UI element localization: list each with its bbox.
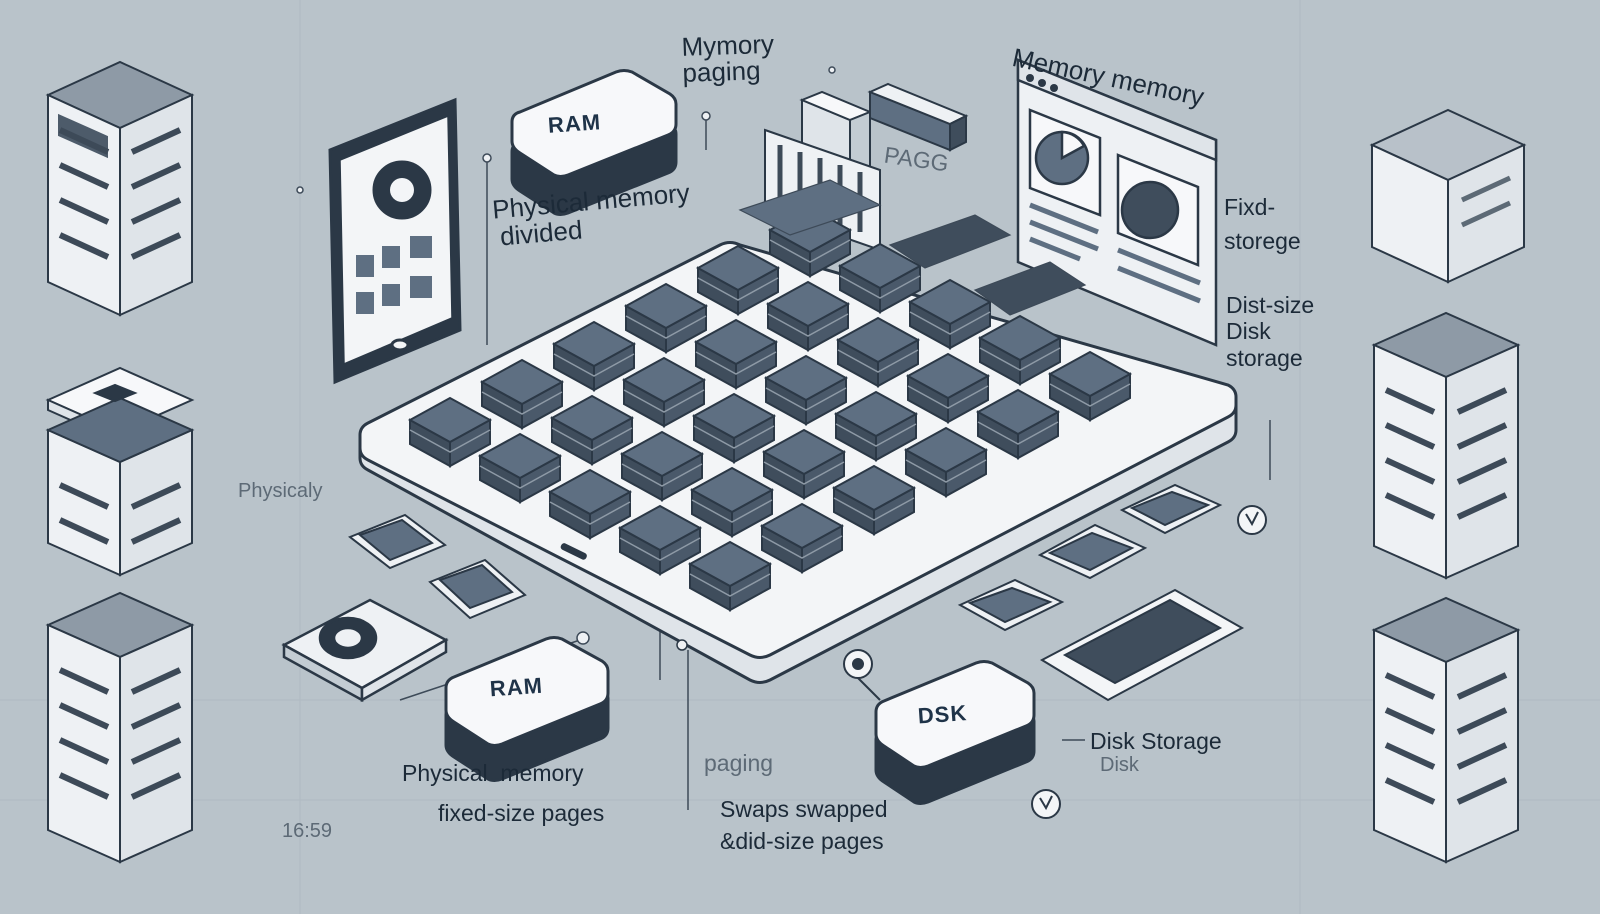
memory-page-block xyxy=(551,320,637,392)
memory-page-block xyxy=(837,242,923,314)
memory-page-block xyxy=(477,432,563,504)
label-dist-size-3: storage xyxy=(1226,345,1303,371)
memory-page-block xyxy=(695,244,781,316)
label-fixed-size-pages: fixed-size pages xyxy=(438,800,605,826)
disk-chip: DSK xyxy=(874,660,1036,805)
server-rack-left-bottom xyxy=(45,591,195,864)
memory-page-block xyxy=(1047,350,1133,422)
label-memory-paging: Mymory paging xyxy=(681,28,775,88)
memory-page-block xyxy=(763,354,849,426)
markers xyxy=(843,505,1267,819)
disk-tile xyxy=(281,598,449,703)
memory-page-block xyxy=(617,504,703,576)
label-dist-size-1: Dist-size xyxy=(1226,292,1315,318)
server-rack-right-middle xyxy=(1371,311,1521,580)
label-timestamp: 16:59 xyxy=(282,820,333,842)
label-paging-bottom: paging xyxy=(704,750,774,776)
label-did-size-pages: &did-size pages xyxy=(720,828,884,854)
ram-chip-top: RAM xyxy=(510,69,678,216)
memory-page-block xyxy=(765,280,851,352)
disk-chip-label: DSK xyxy=(917,700,968,728)
label-fixed-storage-1: Fixd- xyxy=(1224,194,1276,220)
ram-chip-bottom-label: RAM xyxy=(489,673,544,702)
memory-page-block xyxy=(975,388,1061,460)
memory-page-block xyxy=(761,428,847,500)
memory-page-block xyxy=(621,356,707,428)
loose-pages xyxy=(348,483,1245,702)
memory-page-block xyxy=(905,352,991,424)
storage-box-right-top xyxy=(1369,108,1527,284)
memory-page-block xyxy=(549,394,635,466)
memory-page-block xyxy=(689,466,775,538)
label-physicaly: Physicaly xyxy=(238,480,323,502)
ram-chip-top-label: RAM xyxy=(547,109,602,138)
memory-page-block xyxy=(407,396,493,468)
server-rack-left-top xyxy=(45,60,195,317)
home-button-icon xyxy=(390,338,410,352)
memory-page-block xyxy=(831,464,917,536)
chip-traces xyxy=(738,179,1087,316)
memory-page-block xyxy=(903,426,989,498)
ram-chip-bottom: RAM xyxy=(444,636,610,782)
label-physical-memory-bottom: Physical memory xyxy=(402,760,584,786)
memory-page-block xyxy=(547,468,633,540)
memory-pages-grid xyxy=(407,206,1133,612)
server-rack-right-bottom xyxy=(1371,596,1521,864)
label-dist-size-2: Disk xyxy=(1226,318,1271,344)
tablet-device xyxy=(328,97,462,385)
memory-page-block xyxy=(835,316,921,388)
memory-page-block xyxy=(479,358,565,430)
memory-page-block xyxy=(833,390,919,462)
memory-page-block xyxy=(759,502,845,574)
memory-page-block xyxy=(619,430,705,502)
memory-page-block xyxy=(691,392,777,464)
label-fixed-storage-2: storege xyxy=(1224,228,1301,254)
memory-page-block xyxy=(623,282,709,354)
label-disk-small: Disk xyxy=(1100,754,1139,776)
label-disk-storage: Disk Storage xyxy=(1090,728,1222,754)
memory-page-block xyxy=(907,278,993,350)
server-rack-left-middle xyxy=(45,366,195,577)
memory-page-block xyxy=(977,314,1063,386)
disk-chart-icon xyxy=(1120,180,1180,240)
label-swaps-swapped: Swaps swapped xyxy=(720,796,888,822)
memory-page-block xyxy=(687,540,773,612)
memory-page-block xyxy=(693,318,779,390)
